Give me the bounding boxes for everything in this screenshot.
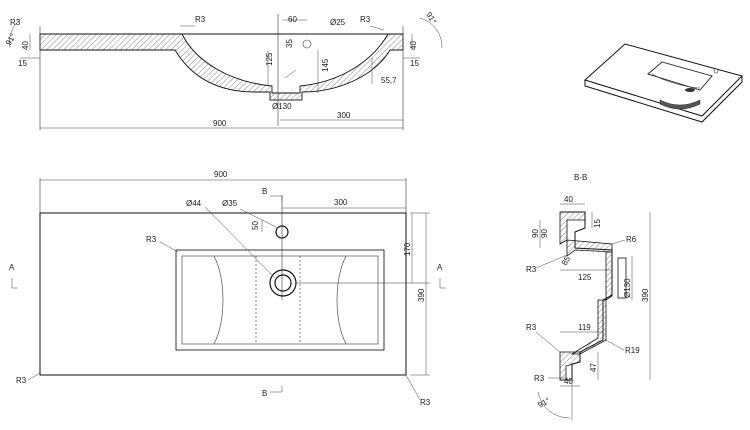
top-view-section-profile xyxy=(39,33,404,101)
section-view-label-125: 125 xyxy=(578,273,592,282)
front-view: 900 300 Ø44 Ø35 50 R3 170 390 R3 R3 B B … xyxy=(9,170,446,407)
top-view-label-15-left: 15 xyxy=(18,59,27,68)
top-view-label-300: 300 xyxy=(337,111,351,120)
section-view-angle-arc xyxy=(537,391,571,419)
front-view-label-170: 170 xyxy=(403,242,412,256)
section-view-title: B-B xyxy=(574,173,587,182)
front-view-label-r3-bl: R3 xyxy=(16,376,27,385)
section-view-label-47: 47 xyxy=(589,363,598,372)
top-view-label-angle-right: 91° xyxy=(424,11,438,26)
section-view-label-d130: Ø130 xyxy=(623,278,632,298)
top-view-label-125: 125 xyxy=(265,52,274,66)
section-view-leader-r6 xyxy=(611,239,626,245)
section-view: B-B 40 15 90 90 R6 R3 85 125 xyxy=(526,173,651,420)
top-view-angle-arc-left xyxy=(9,17,23,49)
isometric-view xyxy=(584,43,743,123)
section-view-leader-r3-a xyxy=(535,254,568,269)
front-view-label-d44: Ø44 xyxy=(186,199,202,208)
iso-basin-opening xyxy=(647,61,713,91)
section-view-label-390: 390 xyxy=(641,288,650,302)
front-view-basin-outline xyxy=(175,249,385,351)
section-view-label-119: 119 xyxy=(578,323,591,332)
front-view-outline xyxy=(39,212,407,376)
front-view-a-marker-right xyxy=(439,278,446,289)
top-view-label-40-right: 40 xyxy=(409,41,418,50)
top-view-tap-hole xyxy=(302,39,312,49)
front-view-label-900: 900 xyxy=(214,170,228,179)
front-view-label-390: 390 xyxy=(417,288,426,302)
front-view-leader-r3-basin xyxy=(159,241,179,253)
front-view-leader-d35 xyxy=(239,208,279,229)
section-view-label-r19: R19 xyxy=(625,346,640,355)
front-view-label-d35: Ø35 xyxy=(222,199,238,208)
top-view-label-angle-left: 91° xyxy=(4,32,18,47)
top-view-label-55-7: 55,7 xyxy=(381,76,397,85)
front-view-leader-r3-bl xyxy=(27,372,41,381)
iso-front-edge xyxy=(584,76,743,123)
front-view-label-b-bottom: B xyxy=(262,389,267,398)
iso-basin-underside xyxy=(659,99,701,110)
front-view-drain-outer xyxy=(269,269,297,297)
section-view-label-90-b: 90 xyxy=(540,229,549,238)
front-view-label-r3-basin: R3 xyxy=(146,235,157,244)
top-view-label-35: 35 xyxy=(285,39,294,48)
top-view-label-r3-right: R3 xyxy=(360,15,371,24)
section-view-wall-bottom xyxy=(559,351,581,381)
front-view-label-50: 50 xyxy=(251,221,260,230)
section-view-label-85: 85 xyxy=(560,254,573,267)
section-view-drain-outlet xyxy=(617,257,627,299)
top-view: R3 R3 R3 60 Ø25 35 40 40 15 15 125 145 5… xyxy=(4,11,443,130)
front-view-label-r3-br: R3 xyxy=(420,398,431,407)
front-view-leader-r3-br xyxy=(405,374,421,401)
top-view-label-40-left: 40 xyxy=(21,41,30,50)
section-view-wall-drain xyxy=(605,251,613,301)
front-view-basin-curve-left xyxy=(213,255,224,345)
section-view-leader-r19 xyxy=(605,339,625,351)
section-view-label-40-top: 40 xyxy=(564,195,573,204)
front-view-basin-inner xyxy=(181,255,379,345)
top-view-leader-r3-bottom xyxy=(284,69,297,79)
front-view-a-marker-left xyxy=(11,278,18,289)
top-view-label-r3-mid: R3 xyxy=(195,15,206,24)
top-view-label-15-right: 15 xyxy=(410,59,419,68)
section-view-wall-top xyxy=(559,211,586,245)
top-view-angle-arc-right xyxy=(419,17,443,49)
top-view-label-900: 900 xyxy=(213,119,227,128)
front-view-section-marker-top xyxy=(270,195,283,202)
front-view-label-300: 300 xyxy=(334,198,348,207)
front-view-leader-d44 xyxy=(204,206,276,279)
iso-tap-hole xyxy=(713,68,719,74)
front-view-drain-inner xyxy=(274,274,292,292)
front-view-label-a-left: A xyxy=(9,263,15,272)
section-view-label-r3-b: R3 xyxy=(526,323,537,332)
section-view-label-r3-c: R3 xyxy=(534,374,545,383)
front-view-label-a-right: A xyxy=(437,263,443,272)
top-view-label-r3-left: R3 xyxy=(10,18,21,27)
top-view-label-d25: Ø25 xyxy=(330,18,346,27)
section-view-label-r6: R6 xyxy=(626,235,637,244)
section-view-label-r3-a: R3 xyxy=(526,265,537,274)
iso-basin-curve xyxy=(651,73,701,89)
front-view-label-b-top: B xyxy=(262,187,267,196)
section-view-label-angle: 91° xyxy=(537,396,552,410)
top-view-leader-r3-right xyxy=(369,25,385,31)
iso-drain xyxy=(685,88,695,92)
top-view-label-60: 60 xyxy=(288,15,297,24)
front-view-basin-curve-right xyxy=(336,255,347,345)
section-view-label-15: 15 xyxy=(593,219,602,228)
section-view-wall-upper xyxy=(566,239,613,257)
section-view-label-90-a: 90 xyxy=(531,229,540,238)
section-view-label-40-bottom: 40 xyxy=(564,377,573,386)
section-view-leader-r3-b xyxy=(535,331,561,353)
top-view-label-145: 145 xyxy=(321,58,330,72)
front-view-section-marker-bottom xyxy=(270,386,283,393)
top-view-label-d130: Ø130 xyxy=(272,102,292,111)
